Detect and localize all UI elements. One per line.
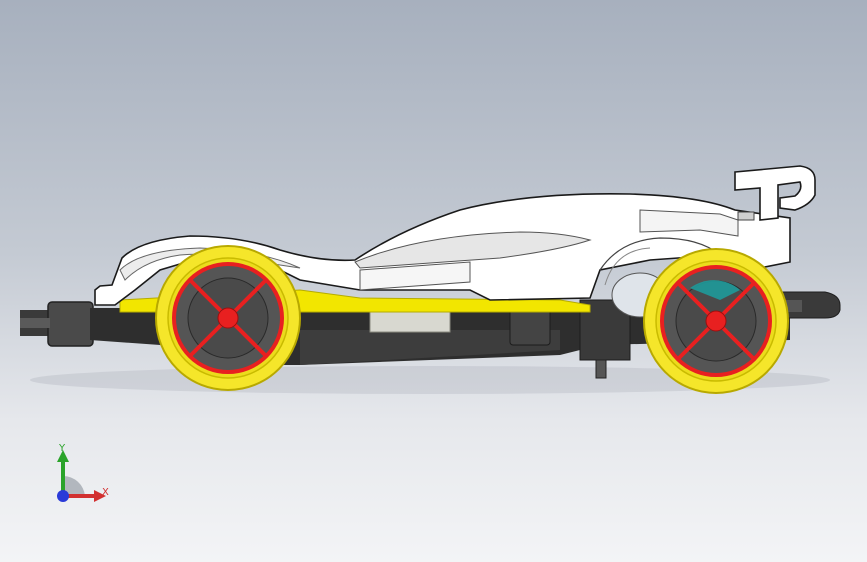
body-shell bbox=[94, 193, 791, 306]
rear-bumper bbox=[779, 291, 841, 319]
x-axis-label: X bbox=[102, 487, 109, 498]
front-wheel bbox=[155, 245, 301, 391]
axis-triad-graphic bbox=[57, 450, 106, 502]
front-bumper bbox=[20, 301, 95, 347]
coordinate-triad: Y X bbox=[40, 438, 120, 508]
rear-wing bbox=[734, 165, 816, 221]
rear-wheel bbox=[643, 248, 789, 394]
y-axis-label: Y bbox=[59, 443, 66, 454]
